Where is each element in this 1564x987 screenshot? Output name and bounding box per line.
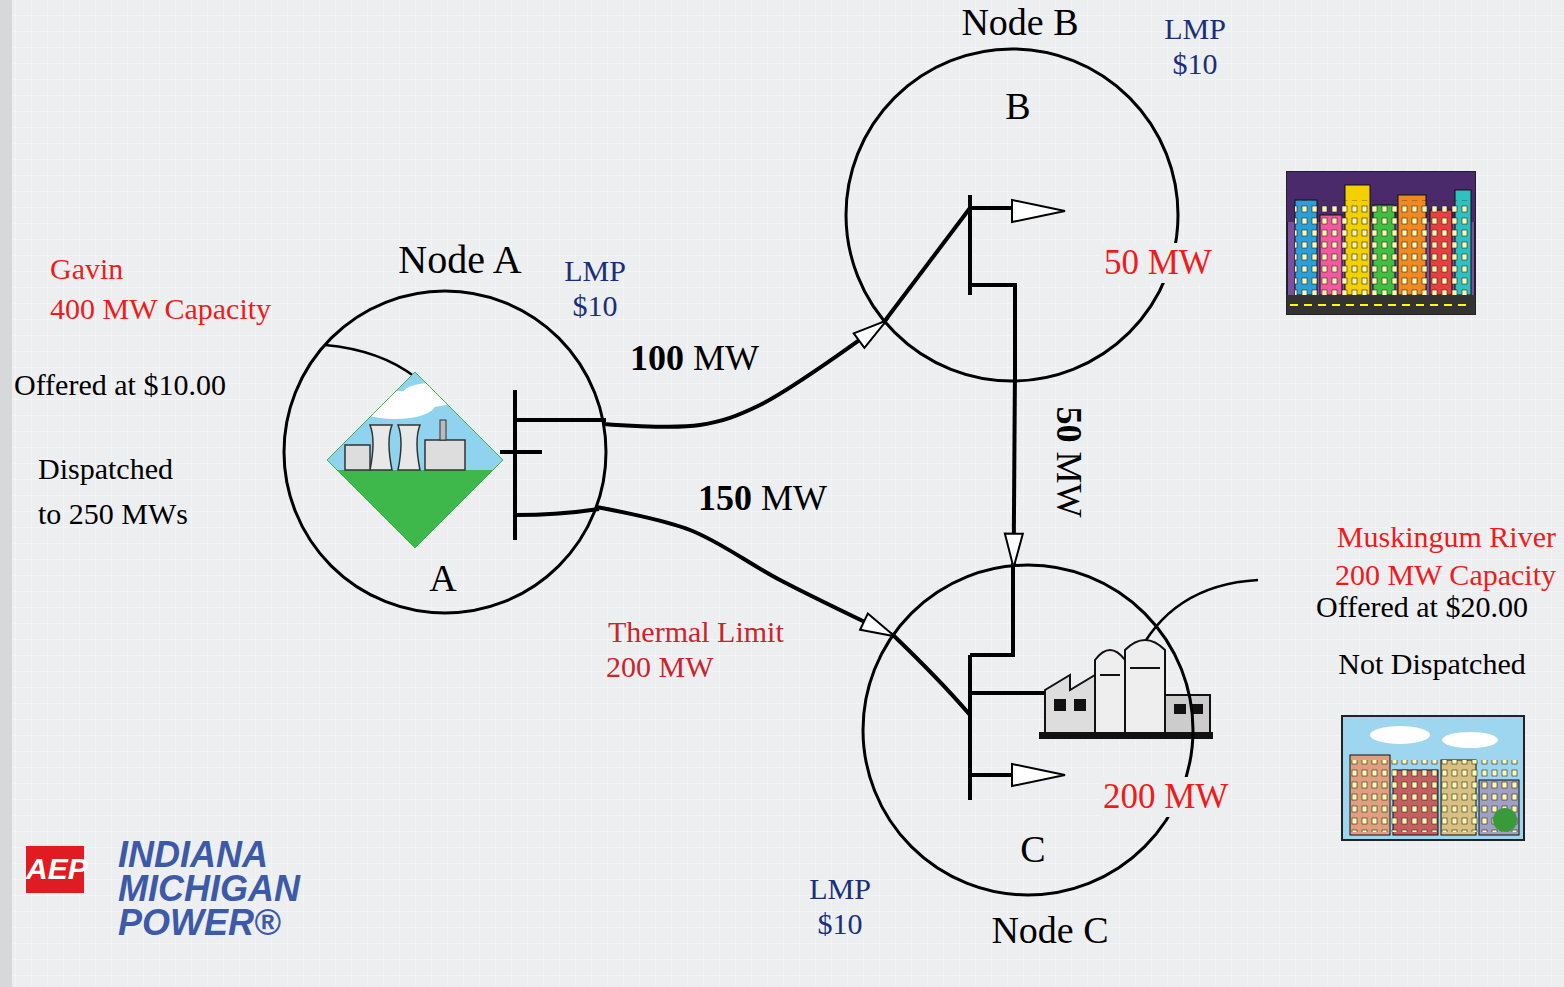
load-arrow bbox=[1012, 200, 1065, 222]
power-plant-icon bbox=[320, 370, 510, 550]
bus-node-circle: Node AA bbox=[282, 289, 608, 615]
annotation-label: 200 MW Capacity bbox=[1335, 558, 1556, 593]
factory-icon-part bbox=[1125, 640, 1165, 735]
flow-label-part: 50 bbox=[1049, 407, 1089, 452]
annotation-label: 200 MW bbox=[606, 650, 714, 685]
power-plant-icon-part bbox=[440, 420, 446, 440]
factory-icon-part bbox=[1055, 700, 1202, 713]
bus-bar-part bbox=[970, 563, 1013, 655]
node-text: A bbox=[429, 557, 456, 601]
node-text: 200 MW bbox=[1100, 777, 1231, 817]
town-icon-part bbox=[1493, 808, 1517, 832]
bus-bar-part bbox=[513, 390, 517, 540]
bus-bar-part bbox=[884, 208, 970, 322]
annotation-label: Muskingum River bbox=[1337, 520, 1556, 555]
bus-bar-part bbox=[970, 206, 1012, 210]
city-icon bbox=[1287, 172, 1475, 314]
flow-label-part: 100 bbox=[630, 338, 693, 378]
annotation-label: Not Dispatched bbox=[1338, 647, 1525, 682]
node-text: B bbox=[1005, 85, 1030, 129]
flow-label: 50 MW bbox=[1047, 407, 1088, 518]
power-plant-icon-part bbox=[320, 370, 510, 470]
bus-bar-part bbox=[968, 655, 972, 800]
power-plant-icon-part bbox=[370, 425, 392, 470]
node-text: Node C bbox=[991, 909, 1108, 953]
city-icon-part bbox=[1290, 304, 1472, 306]
load-arrow-part bbox=[1012, 200, 1065, 222]
town-icon bbox=[1342, 716, 1524, 840]
power-flow-line bbox=[604, 322, 885, 427]
load-arrow bbox=[1012, 764, 1065, 786]
bus-bar-part bbox=[970, 773, 1012, 777]
bus-bar-part bbox=[970, 285, 1015, 383]
bus-bar bbox=[884, 195, 1015, 383]
annotation-label: Offered at $20.00 bbox=[1316, 590, 1528, 625]
bus-bar-part bbox=[500, 450, 542, 454]
bus-bar-part bbox=[970, 691, 1045, 695]
factory-icon-part bbox=[1040, 733, 1212, 738]
power-plant-icon-part bbox=[345, 445, 370, 470]
factory-icon-part bbox=[1095, 650, 1125, 735]
annotation-label: 400 MW Capacity bbox=[50, 292, 271, 327]
bus-bar bbox=[500, 390, 606, 540]
town-icon-part bbox=[1350, 760, 1518, 832]
side-band bbox=[0, 0, 12, 987]
flow-label-part: MW bbox=[1049, 452, 1089, 518]
leader-line bbox=[325, 345, 415, 377]
bus-bar bbox=[892, 563, 1045, 800]
annotation-label: Dispatched to 250 MWs bbox=[38, 446, 198, 536]
load-arrow-part bbox=[1012, 764, 1065, 786]
power-plant-icon-part bbox=[425, 440, 465, 470]
factory-icon bbox=[1040, 640, 1212, 738]
bus-node-circle: 200 MWCNode C bbox=[861, 563, 1195, 897]
diamond-outline bbox=[327, 372, 503, 548]
flow-label: 150 MW bbox=[698, 478, 827, 519]
node-circle bbox=[863, 565, 1193, 895]
node-text: Node B bbox=[961, 1, 1078, 45]
annotation-label: Offered at $10.00 bbox=[14, 368, 226, 403]
town-icon-part bbox=[1370, 726, 1430, 744]
city-icon-part bbox=[1295, 200, 1471, 295]
city-icon-part bbox=[1287, 172, 1475, 314]
node-circle bbox=[846, 49, 1178, 381]
node-circle bbox=[284, 291, 606, 613]
logo-text: INDIANA MICHIGAN POWER® bbox=[118, 838, 333, 941]
power-plant-icon-part bbox=[398, 425, 420, 470]
bus-bar-part bbox=[892, 634, 970, 715]
node-text: 50 MW bbox=[1101, 243, 1215, 283]
town-icon-part bbox=[1442, 732, 1498, 748]
node-text: Node A bbox=[398, 237, 521, 283]
factory-icon-part bbox=[1045, 675, 1095, 735]
logo-text: AEP bbox=[26, 846, 84, 893]
flow-label-part: 150 bbox=[698, 478, 761, 518]
town-icon-part bbox=[1342, 716, 1524, 840]
factory-icon-part bbox=[1165, 695, 1210, 735]
annotation-label: LMP $10 bbox=[556, 254, 634, 323]
factory-icon-part bbox=[1100, 668, 1160, 675]
bus-node-circle: Node BB50 MW bbox=[844, 47, 1180, 383]
annotation-label: LMP $10 bbox=[1156, 12, 1234, 81]
flow-label-part: MW bbox=[761, 478, 827, 518]
flow-label: 100 MW bbox=[630, 338, 759, 379]
bus-bar-part bbox=[515, 509, 599, 515]
annotation-label: Gavin bbox=[50, 252, 123, 287]
flow-label-part: MW bbox=[693, 338, 759, 378]
annotation-label: LMP $10 bbox=[801, 872, 879, 941]
node-text: C bbox=[1020, 828, 1045, 872]
bus-bar-part bbox=[515, 418, 606, 422]
city-icon-part bbox=[1287, 295, 1475, 314]
power-flow-line bbox=[1014, 381, 1015, 566]
annotation-label: Thermal Limit bbox=[608, 615, 784, 650]
